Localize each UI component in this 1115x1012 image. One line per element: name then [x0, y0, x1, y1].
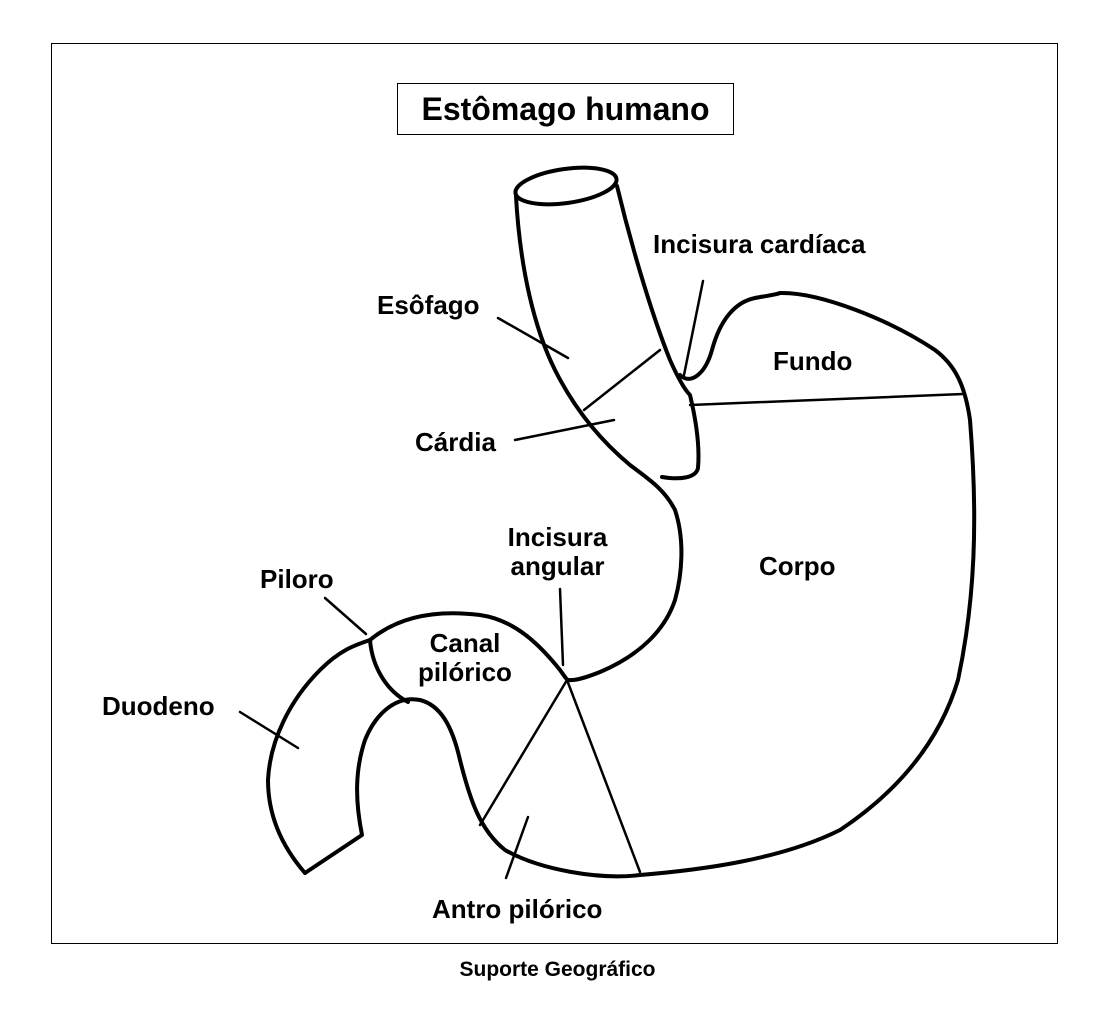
leader-incisura-cardiaca [682, 279, 705, 377]
diagram-title: Estômago humano [421, 90, 710, 127]
label-canal-pilorico: Canal pilórico [400, 628, 530, 688]
diagram-frame [51, 43, 1058, 944]
cardia-upper-line [582, 348, 662, 412]
label-fundo: Fundo [773, 346, 853, 376]
label-canal-pilorico-line1: Canal [429, 628, 501, 658]
label-antro-pilorico: Antro pilórico [432, 894, 603, 924]
label-cardia: Cárdia [415, 427, 496, 457]
label-esofago: Esôfago [377, 290, 480, 320]
label-incisura-angular-line2: angular [510, 551, 605, 582]
label-duodeno: Duodeno [102, 691, 215, 721]
label-piloro: Piloro [260, 564, 334, 594]
label-canal-pilorico-line2: pilórico [418, 657, 512, 688]
esophagus-left-wall [514, 194, 684, 683]
title-box: Estômago humano [397, 83, 734, 135]
antrum-right-line [565, 678, 642, 874]
leader-cardia [513, 418, 616, 442]
leader-piloro [323, 596, 368, 636]
leader-duodeno [238, 710, 300, 750]
pylorus-curve [368, 638, 410, 704]
label-incisura-cardiaca: Incisura cardíaca [653, 229, 866, 259]
esophagus-opening [513, 165, 619, 207]
leader-antro [504, 815, 530, 880]
fundus-line [688, 392, 965, 407]
leader-incisura-angular [558, 587, 565, 667]
leader-esofago [496, 316, 570, 360]
source-caption: Suporte Geográfico [459, 958, 656, 981]
lesser-curvature-pyloric [368, 611, 570, 682]
label-incisura-angular-line1: Incisura [507, 522, 608, 552]
antrum-left-line [478, 678, 569, 827]
label-incisura-angular: Incisura angular [495, 522, 620, 582]
label-corpo: Corpo [759, 551, 836, 581]
greater-curvature [303, 290, 977, 879]
esophagus-right-wall [615, 184, 701, 481]
